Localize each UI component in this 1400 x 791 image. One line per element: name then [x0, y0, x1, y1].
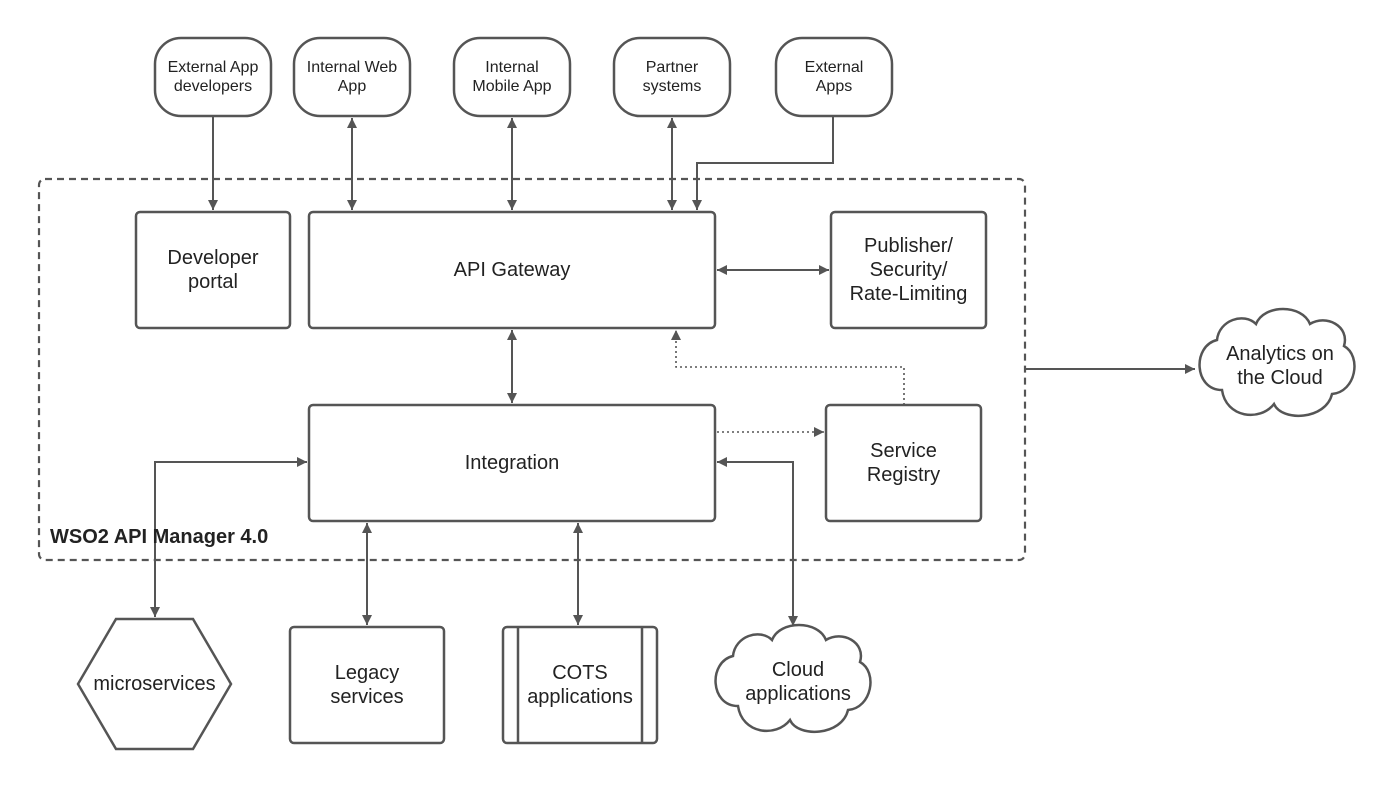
microservices-label: microservices — [93, 673, 216, 695]
analytics-cloud — [1198, 307, 1356, 417]
publisher-box — [829, 210, 988, 330]
arrow-extapps-to-gateway — [692, 117, 834, 210]
cloud-applications-cloud — [714, 623, 872, 733]
cots-applications-box — [501, 625, 659, 745]
internal-web-app-node — [292, 36, 412, 118]
arrow-integration-microservices — [150, 457, 307, 617]
dotted-registry-to-gateway — [671, 330, 905, 405]
external-app-developers-node — [153, 36, 273, 118]
microservices-hexagon — [76, 617, 233, 751]
external-apps-node — [774, 36, 894, 118]
publisher-security-rate-limiting-label: Publisher/Security/Rate-Limiting — [849, 235, 968, 305]
partner-systems-node — [612, 36, 732, 118]
integration-label: Integration — [464, 452, 560, 474]
api-manager-title: WSO2 API Manager 4.0 — [50, 526, 269, 548]
integration-box — [307, 403, 717, 523]
internal-mobile-app-node — [452, 36, 572, 118]
legacy-services-box — [288, 625, 446, 745]
api-gateway-box — [307, 210, 717, 330]
arrow-integration-cloudapps — [717, 457, 798, 626]
api-gateway-label: API Gateway — [453, 259, 571, 281]
developer-portal-box — [134, 210, 292, 330]
